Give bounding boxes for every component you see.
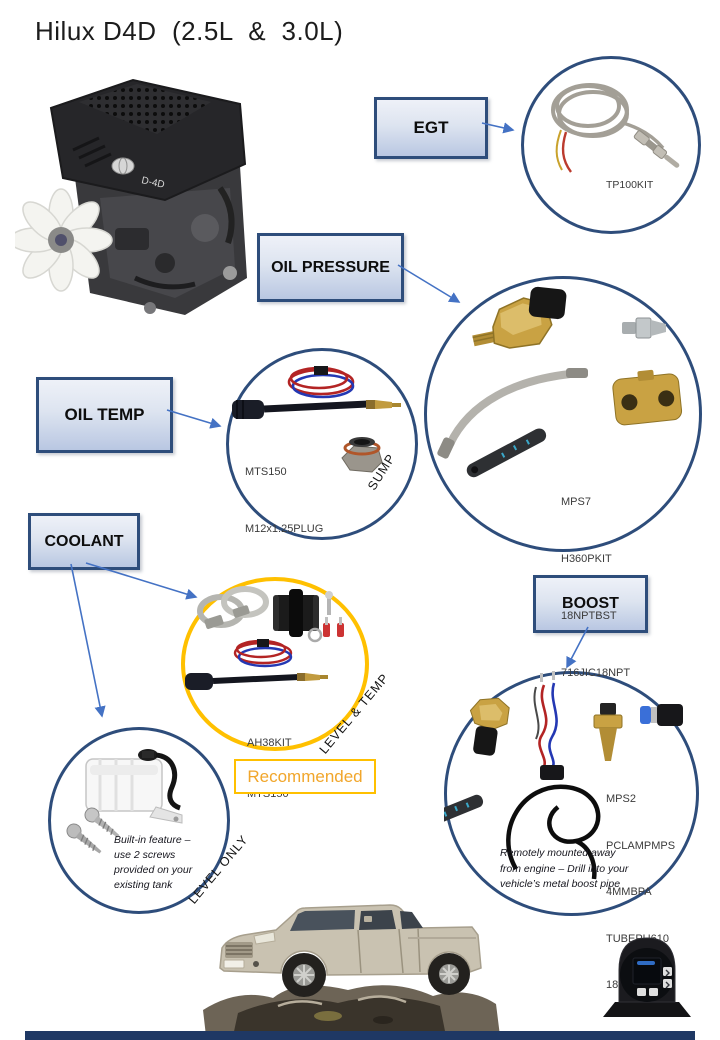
coolant-level-only-circle: [48, 727, 230, 914]
egt-label: EGT: [413, 118, 449, 137]
egt-label-box: EGT: [374, 97, 488, 159]
brass-tee: [612, 369, 683, 426]
oil-temp-label-box: OIL TEMP: [36, 377, 173, 453]
boost-sender: [593, 703, 623, 761]
coolant-label-box: COOLANT: [28, 513, 140, 570]
engine-cover: D-4D: [49, 78, 247, 202]
boost-harness: [533, 671, 564, 780]
screws: [66, 807, 120, 854]
oil-pressure-part-numbers: MPS7 H360PKIT 18NPTBST 716JIC18NPT: [561, 496, 631, 679]
truck-body: [219, 904, 482, 976]
mounting-bracket: [466, 428, 547, 478]
footer-bar: [25, 1031, 695, 1040]
pressure-sensor: [472, 286, 567, 349]
wiring-loom: [233, 639, 293, 668]
boost-note: Remotely mounted away from engine – Dril…: [500, 847, 629, 890]
jic-fitting: [622, 317, 666, 339]
boost-label-box: BOOST: [533, 575, 648, 633]
push-fit-fitting: [640, 704, 683, 726]
hilux-truck-photo: [203, 904, 500, 1036]
oil-pressure-kit-photo: [437, 286, 683, 478]
oil-pressure-label: OIL PRESSURE: [271, 258, 390, 276]
temp-sensor-cable: [185, 673, 328, 690]
rocks: [203, 985, 500, 1036]
arrow-oil-temp: [166, 409, 222, 429]
coolant-kit-photo: [185, 586, 344, 690]
boost-label: BOOST: [562, 595, 619, 612]
coolant-tank-photo: [66, 749, 183, 854]
engine-badge: D-4D: [140, 175, 165, 191]
braided-hose: [446, 370, 571, 446]
engine-photo: D-4D: [15, 78, 247, 315]
recommended-badge: Recommended: [234, 759, 376, 794]
oil-temp-kit-circle: [226, 348, 418, 540]
arrow-coolant-level-only: [70, 563, 106, 718]
nylon-tube: [506, 784, 601, 880]
gauge-logo: [637, 961, 655, 965]
boost-sensor: [469, 697, 510, 756]
egt-kit-circle: [521, 56, 701, 234]
egt-part-number: TP100KIT: [606, 179, 654, 191]
hose-clamps: [197, 586, 269, 630]
hose-adapter: [273, 589, 319, 637]
temp-sensor-cable: [232, 400, 401, 419]
fasteners-terminals: [307, 591, 344, 643]
egt-probe-tip: [633, 130, 680, 168]
truck-wheels: [282, 953, 470, 997]
oil-temp-label: OIL TEMP: [64, 405, 145, 424]
coolant-label: COOLANT: [44, 532, 124, 550]
mounting-bracket: [444, 794, 484, 832]
engine-block: [75, 166, 247, 315]
engine-fan: [15, 188, 113, 292]
level-only-note: Built-in feature – use 2 screws provided…: [114, 834, 193, 891]
gauge-unit-photo: [603, 937, 691, 1017]
page-title: Hilux D4D (2.5L & 3.0L): [35, 16, 344, 46]
oil-temp-part-numbers: MTS150 M12x1.25PLUG: [245, 466, 324, 535]
boost-kit-photo: [444, 671, 683, 880]
wiring-loom: [287, 366, 355, 399]
coolant-tank: [85, 749, 183, 824]
oil-pressure-label-box: OIL PRESSURE: [257, 233, 404, 302]
oil-temp-kit-photo: [232, 366, 401, 473]
egt-probe-photo: [551, 83, 680, 173]
sump-plug: [341, 437, 383, 473]
